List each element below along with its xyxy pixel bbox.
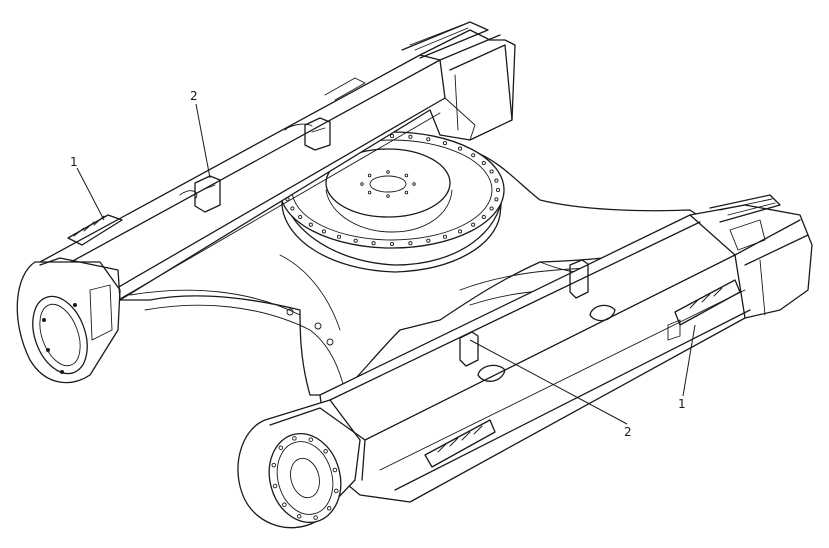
swing-bearing-inner-bolts	[360, 170, 416, 198]
callout-label: 2	[190, 89, 198, 103]
bolt-hole	[313, 515, 318, 520]
bolt-hole	[272, 483, 278, 489]
bolt-hole	[308, 222, 313, 227]
bolt-hole	[282, 502, 287, 507]
bolt-hole	[323, 449, 328, 454]
bolt-hole	[389, 133, 395, 139]
bolt-hole	[271, 462, 277, 468]
bolt-hole	[386, 194, 390, 198]
bolt-hole	[494, 178, 499, 183]
bolt-hole	[326, 506, 332, 511]
bolt-hole	[442, 141, 448, 146]
bolt-hole	[371, 241, 376, 246]
lower-idler-housing	[237, 399, 366, 529]
bolt-hole	[412, 182, 416, 186]
bolt-hole	[494, 197, 499, 202]
bolt-hole	[404, 173, 409, 178]
bolt-hole	[408, 134, 413, 139]
bolt-hole	[489, 169, 494, 174]
bolt-hole	[481, 214, 486, 220]
bolt-hole	[481, 160, 486, 166]
bolt-hole	[489, 206, 494, 211]
bolt-hole	[442, 234, 448, 239]
callout-label: 1	[70, 155, 78, 169]
bolt-hole	[360, 182, 364, 186]
bolt-hole	[321, 229, 326, 234]
bolt-hole	[404, 190, 409, 195]
bolt-hole	[367, 190, 372, 195]
callout-1-lower: 1	[678, 324, 696, 411]
bolt-hole	[408, 241, 413, 246]
bolt-hole	[367, 173, 372, 178]
bolt-hole	[292, 436, 297, 441]
bolt-hole	[333, 488, 339, 494]
callout-label: 1	[678, 397, 686, 411]
bolt-hole	[296, 514, 302, 519]
lower-track-frame	[319, 194, 813, 503]
lower-idler-bolt-holes	[271, 436, 339, 520]
bolt-hole	[386, 170, 390, 174]
bolt-hole	[298, 214, 303, 220]
bolt-hole	[332, 467, 338, 473]
callout-2-lower: 2	[469, 339, 632, 439]
bolt-hole	[336, 234, 342, 239]
bolt-hole	[458, 229, 463, 234]
callout-2-upper: 2	[190, 89, 211, 179]
bolt-hole	[426, 137, 431, 142]
bolt-hole	[278, 445, 284, 450]
bolt-hole	[471, 222, 476, 227]
bolt-hole	[426, 238, 431, 243]
callout-1-upper: 1	[70, 155, 105, 221]
bolt-hole	[389, 241, 395, 247]
bolt-hole	[290, 206, 295, 211]
upper-idler-housing	[16, 257, 121, 384]
bolt-hole	[458, 146, 463, 151]
bolt-hole	[308, 437, 314, 442]
bolt-hole	[495, 187, 501, 193]
bolt-hole	[471, 153, 476, 158]
callout-label: 2	[624, 425, 632, 439]
bolt-hole	[353, 238, 358, 243]
